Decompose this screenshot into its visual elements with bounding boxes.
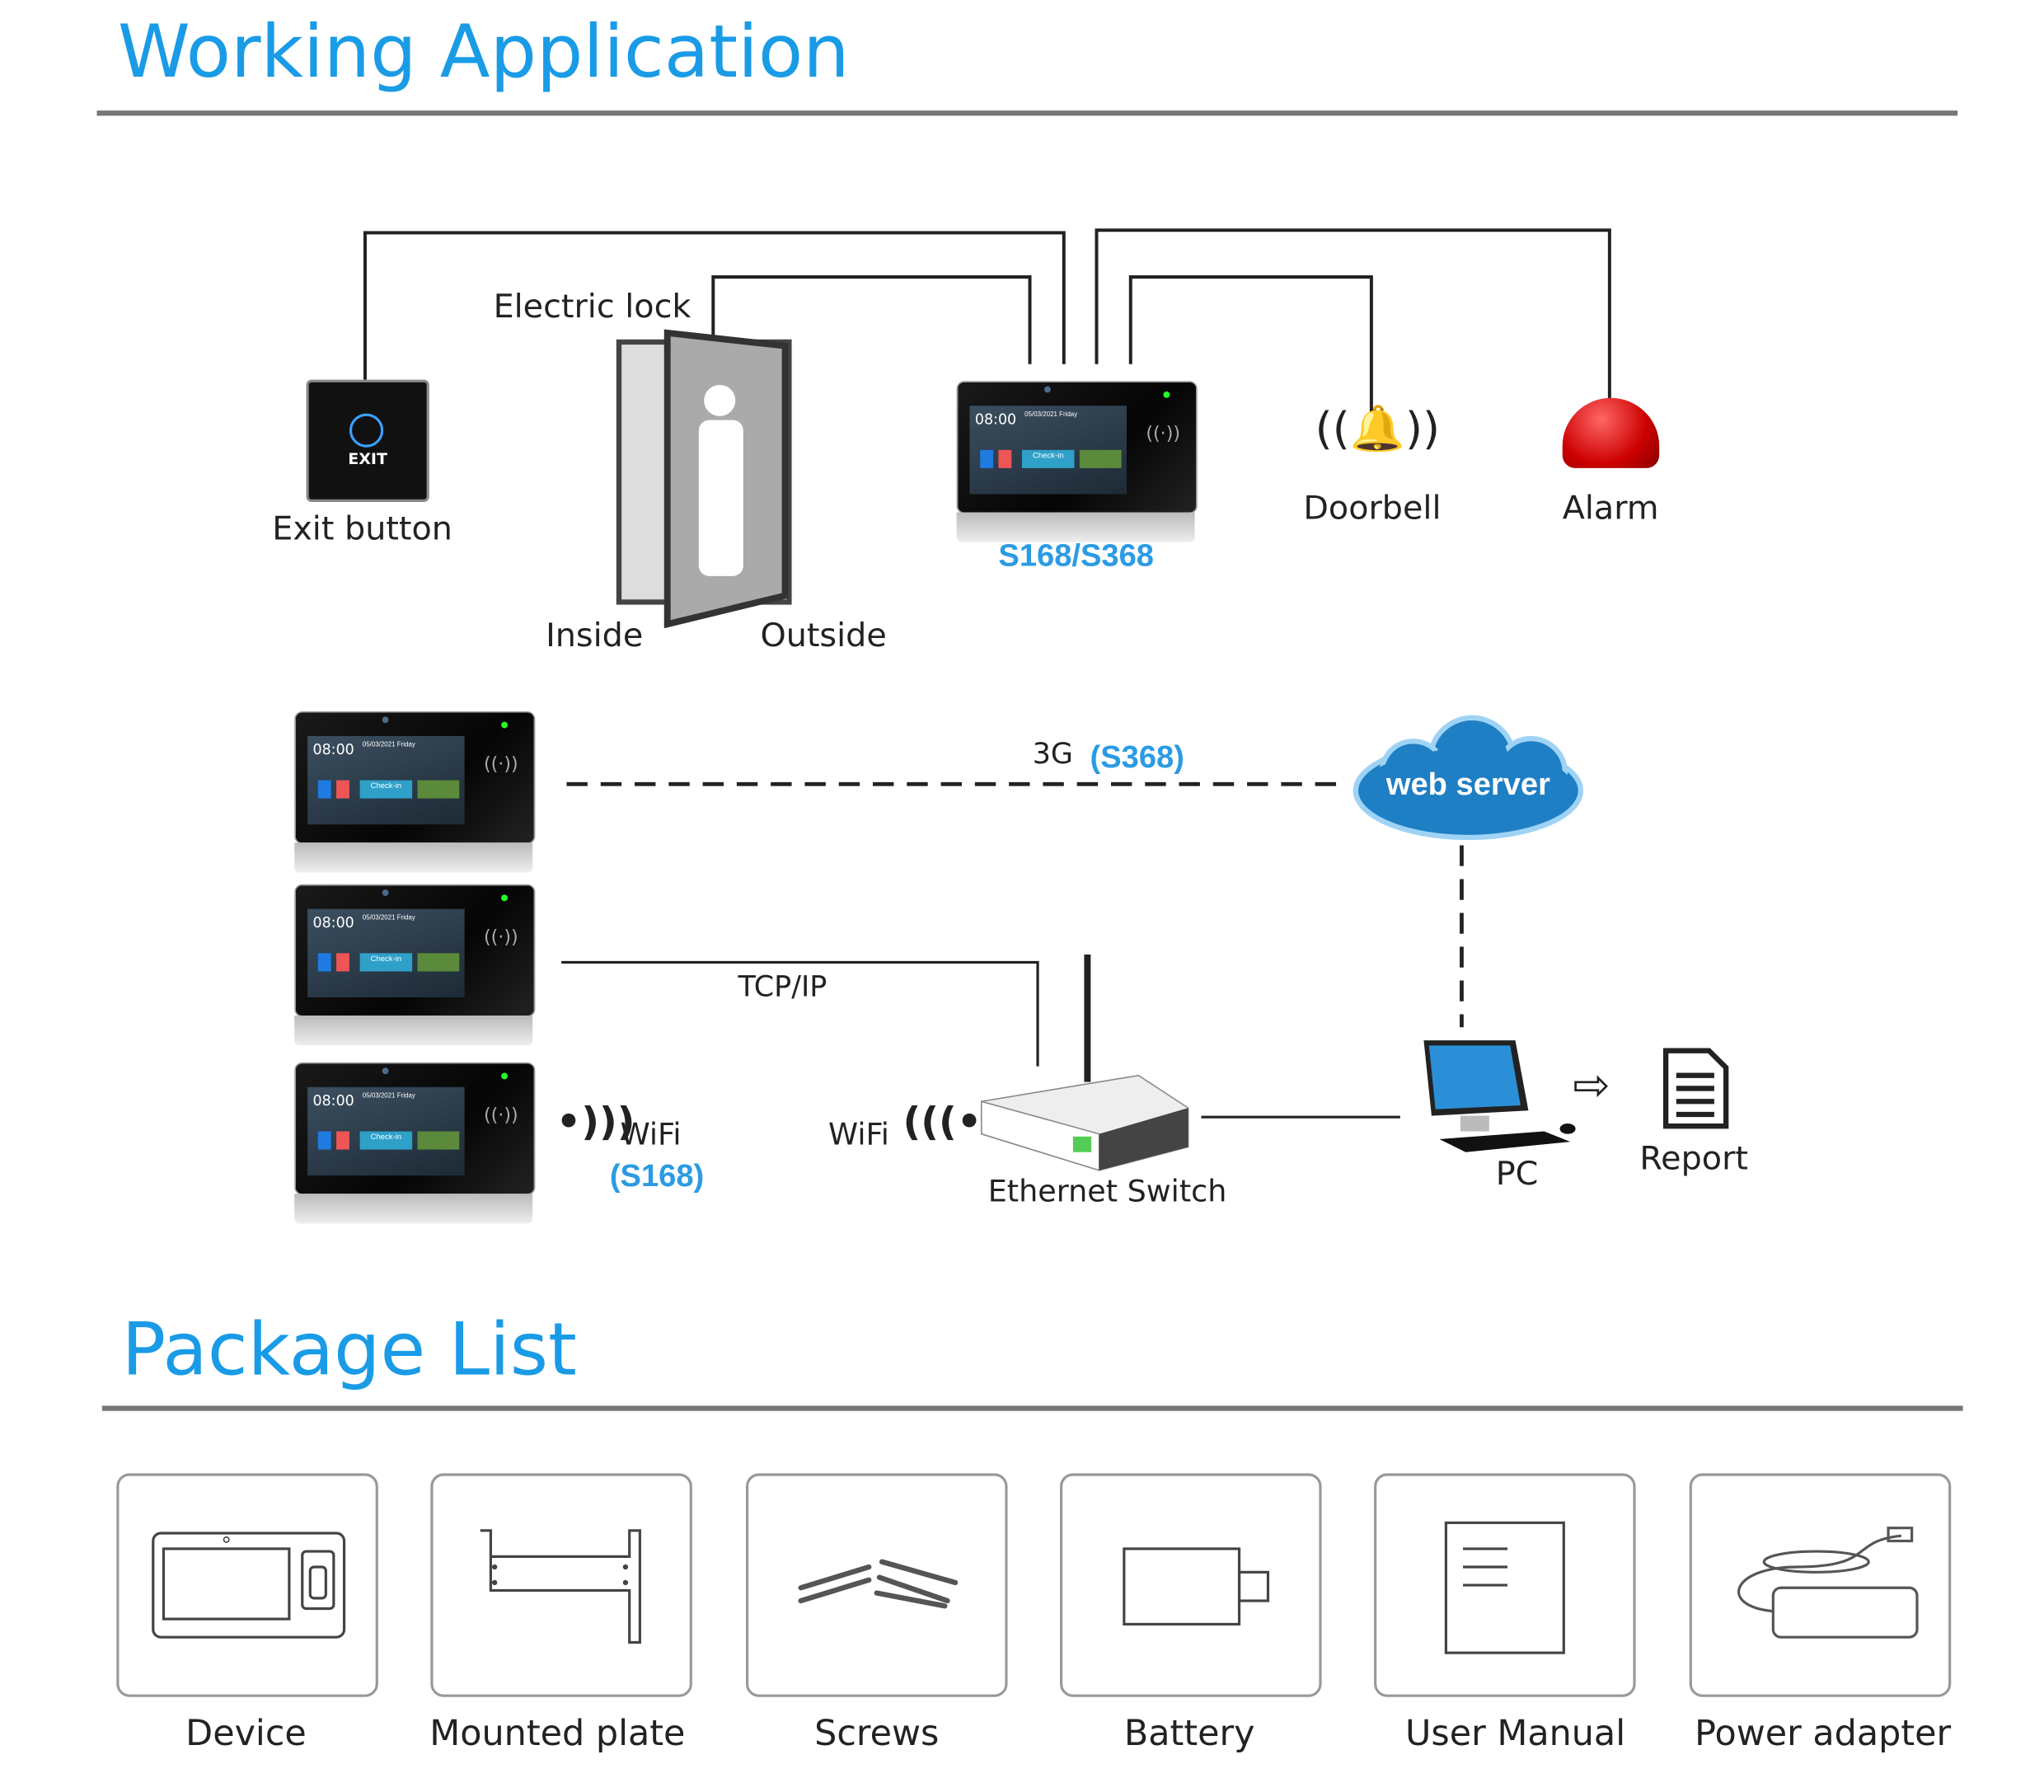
wifi-signal-icon: •))) xyxy=(556,1100,635,1146)
device-time: 08:00 xyxy=(974,410,1017,429)
web-server-label: web server xyxy=(1385,767,1550,803)
package-item-user-manual xyxy=(1374,1473,1636,1697)
cloud-icon xyxy=(1353,715,1584,841)
package-label-battery: Battery xyxy=(1123,1714,1255,1755)
package-label-user-manual: User Manual xyxy=(1404,1714,1626,1755)
inside-label: Inside xyxy=(546,616,644,654)
wifi-signal-icon-2: (((• xyxy=(902,1100,982,1146)
device-checkin-tile: Check-in xyxy=(1032,453,1064,461)
doorbell-icon: ((🔔)) xyxy=(1315,403,1441,456)
divider xyxy=(96,110,1958,116)
wire-exit-button xyxy=(363,231,1066,380)
battery-icon xyxy=(1123,1547,1270,1626)
electric-lock-label: Electric lock xyxy=(493,287,691,326)
device-time: 08:00 xyxy=(312,914,354,931)
report-icon xyxy=(1662,1048,1729,1129)
device-date: 05/03/2021 Friday xyxy=(1024,410,1078,419)
nfc-icon: ((·)) xyxy=(1146,424,1181,445)
wire-doorbell xyxy=(1128,275,1373,414)
package-item-device xyxy=(116,1473,378,1697)
3g-label: 3G xyxy=(1032,739,1073,772)
device-checkin-tile: Check-in xyxy=(370,782,402,791)
wifi-left-label: WiFi xyxy=(620,1118,682,1152)
pc-label: PC xyxy=(1495,1154,1539,1193)
manual-icon xyxy=(1444,1521,1565,1654)
mounted-plate-icon xyxy=(480,1529,641,1644)
tcpip-label: TCP/IP xyxy=(738,971,827,1004)
report-label: Report xyxy=(1639,1138,1748,1177)
package-item-battery xyxy=(1060,1473,1322,1697)
3g-model-label: (S368) xyxy=(1090,739,1184,776)
device-time: 08:00 xyxy=(312,1092,354,1109)
alarm-icon xyxy=(1562,397,1660,468)
wifi-model-label: (S168) xyxy=(609,1158,705,1194)
wire-tcpip xyxy=(561,960,1039,1067)
pc-icon xyxy=(1423,1040,1576,1152)
package-label-power-adapter: Power adapter xyxy=(1695,1714,1952,1755)
section-title-working-application: Working Application xyxy=(117,10,850,96)
package-item-mounted-plate xyxy=(430,1473,692,1697)
screws-icon xyxy=(798,1559,959,1609)
wiring-lines xyxy=(363,228,1611,1119)
device-time: 08:00 xyxy=(312,741,354,758)
ethernet-switch-icon xyxy=(980,954,1189,1171)
wire-electric-lock xyxy=(711,275,1032,364)
package-label-mounted-plate: Mounted plate xyxy=(429,1714,686,1755)
package-label-screws: Screws xyxy=(814,1714,940,1755)
exit-text: EXIT xyxy=(348,449,388,468)
wifi-right-label: WiFi xyxy=(828,1118,889,1152)
nfc-icon: ((·)) xyxy=(483,754,518,776)
hand-icon xyxy=(349,413,384,448)
exit-button-label: Exit button xyxy=(272,509,452,548)
power-adapter-icon xyxy=(1737,1527,1919,1639)
alarm-label: Alarm xyxy=(1562,489,1659,527)
nfc-icon: ((·)) xyxy=(483,926,518,949)
wire-alarm xyxy=(1095,228,1611,404)
divider xyxy=(101,1405,1963,1411)
device-checkin-tile: Check-in xyxy=(370,955,402,964)
device-model-label: S168/S368 xyxy=(998,538,1155,574)
outside-label: Outside xyxy=(760,616,887,654)
package-item-power-adapter xyxy=(1689,1473,1952,1697)
device-s168-s368: 08:00 05/03/2021 Friday Check-in ((·)) xyxy=(956,381,1198,542)
device-date: 05/03/2021 Friday xyxy=(362,741,415,749)
exit-button-image: EXIT xyxy=(306,379,429,502)
device-date: 05/03/2021 Friday xyxy=(362,914,415,922)
device-date: 05/03/2021 Friday xyxy=(362,1092,415,1100)
section-title-package-list: Package List xyxy=(121,1308,577,1393)
package-label-device: Device xyxy=(185,1714,307,1755)
arrow-right-icon: ⇨ xyxy=(1573,1059,1610,1112)
nfc-icon: ((·)) xyxy=(483,1105,518,1127)
package-item-screws xyxy=(745,1473,1008,1697)
device-icon xyxy=(152,1532,346,1639)
door-icon xyxy=(616,329,792,628)
ethernet-switch-label: Ethernet Switch xyxy=(987,1175,1227,1210)
device-checkin-tile: Check-in xyxy=(370,1133,402,1142)
doorbell-label: Doorbell xyxy=(1303,489,1442,527)
